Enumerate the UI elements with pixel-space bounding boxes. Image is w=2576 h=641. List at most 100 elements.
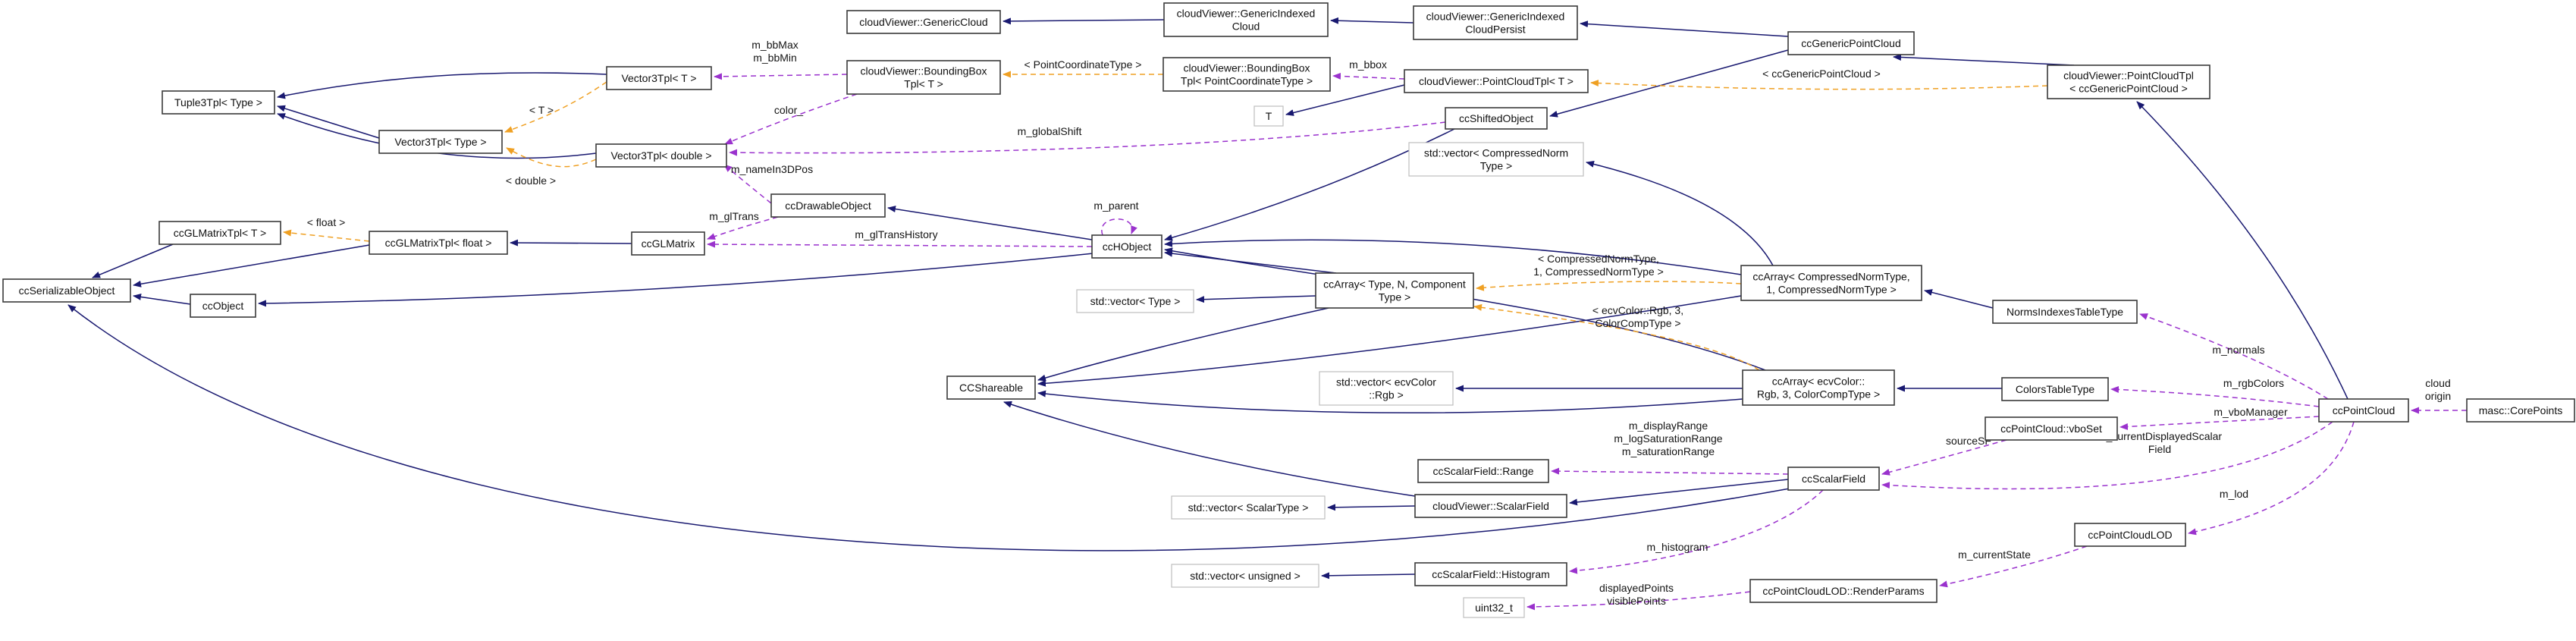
node-ccScalarFieldHistogram[interactable]: ccScalarField::Histogram	[1414, 562, 1567, 586]
node-ccArrayEcvColor[interactable]: ccArray< ecvColor::Rgb, 3, ColorCompType…	[1742, 369, 1895, 406]
node-label: ccScalarField::Range	[1432, 465, 1533, 477]
node-label: 1, CompressedNormType >	[1766, 284, 1897, 296]
edge-ccpc-to-pctcc	[2136, 101, 2349, 400]
edge-ccarre-to-cshare	[1037, 390, 1743, 413]
node-mascCorePoints[interactable]: masc::CorePoints	[2466, 398, 2575, 423]
node-label: cloudViewer::BoundingBox	[1183, 62, 1310, 74]
node-vecCompressedNorm[interactable]: std::vector< CompressedNormType >	[1408, 142, 1584, 177]
node-ccObject[interactable]: ccObject	[190, 294, 256, 318]
node-ccShareable[interactable]: CCShareable	[946, 375, 1036, 400]
edge-cso-use-v3d: m_globalShift	[729, 121, 1446, 156]
node-label: ccSerializableObject	[19, 284, 115, 297]
node-pointCloudTplT[interactable]: cloudViewer::PointCloudTpl< T >	[1404, 69, 1589, 93]
node-vector3TplT[interactable]: Vector3Tpl< T >	[606, 66, 712, 90]
node-ccSerializableObject[interactable]: ccSerializableObject	[2, 278, 131, 303]
node-label: ccGLMatrixTpl< T >	[174, 227, 266, 239]
node-ccScalarField[interactable]: ccScalarField	[1787, 467, 1880, 491]
edge-gic-to-gc	[1002, 17, 1165, 25]
node-genericCloud[interactable]: cloudViewer::GenericCloud	[846, 10, 1001, 34]
edge-pctcc-tmpl-pct: < ccGenericPointCloud >	[1590, 68, 2048, 90]
node-stdVectorScalarType[interactable]: std::vector< ScalarType >	[1171, 495, 1326, 520]
node-ccScalarFieldRange[interactable]: ccScalarField::Range	[1417, 459, 1549, 483]
edge-label: Field	[2148, 443, 2171, 455]
node-label: cloudViewer::GenericCloud	[859, 16, 987, 28]
edge-label: m_rgbColors	[2223, 377, 2284, 389]
node-label: cloudViewer::PointCloudTpl	[2063, 70, 2194, 82]
node-label: ccPointCloud	[2333, 404, 2396, 416]
edge-label: m_logSaturationRange	[1614, 432, 1722, 445]
edge-label: m_histogram	[1647, 541, 1708, 553]
node-ccGLMatrixTplT[interactable]: ccGLMatrixTpl< T >	[158, 221, 281, 245]
node-ccPointCloudVboSet[interactable]: ccPointCloud::vboSet	[1985, 416, 2118, 441]
node-ccHObject[interactable]: ccHObject	[1091, 234, 1162, 259]
node-label: masc::CorePoints	[2479, 404, 2562, 416]
node-normsIndexesTableType[interactable]: NormsIndexesTableType	[1992, 300, 2138, 324]
node-uint32T[interactable]: uint32_t	[1463, 597, 1525, 618]
node-stdVectorEcvColor[interactable]: std::vector< ecvColor::Rgb >	[1319, 371, 1454, 406]
edge-ccobj-to-cser	[133, 293, 191, 305]
node-label: cloudViewer::ScalarField	[1432, 500, 1549, 512]
node-label: ccArray< Type, N, Component	[1323, 278, 1466, 291]
node-label: Vector3Tpl< Type >	[394, 136, 486, 148]
edge-bbpct-tmpl-bbt: < PointCoordinateType >	[1002, 58, 1163, 78]
edge-label: < CompressedNormType,	[1538, 253, 1659, 265]
edge-label: m_currentState	[1958, 548, 2031, 561]
node-ccShiftedObject[interactable]: ccShiftedObject	[1445, 107, 1548, 130]
edge-label: m_saturationRange	[1622, 445, 1715, 457]
node-label: ccPointCloudLOD	[2088, 529, 2172, 541]
node-ccPointCloudLOD[interactable]: ccPointCloudLOD	[2074, 523, 2186, 547]
edge-ccarrc-to-cchobj	[1164, 239, 1742, 275]
edge-pct-use-bbpct: m_bbox	[1332, 58, 1405, 80]
node-label: ccScalarField	[1802, 473, 1865, 485]
edge-v3type-to-t3	[277, 105, 380, 139]
edge-label: ColorCompType >	[1595, 317, 1680, 329]
node-label: Vector3Tpl< T >	[621, 72, 696, 84]
node-label: Rgb, 3, ColorCompType >	[1757, 388, 1880, 401]
edge-cchobj-use-glm: m_glTransHistory	[707, 228, 1093, 248]
node-ccPointCloud[interactable]: ccPointCloud	[2318, 398, 2409, 423]
edge-ccpc-use-lod: m_lod	[2188, 421, 2355, 536]
node-stdVectorUnsigned[interactable]: std::vector< unsigned >	[1171, 564, 1319, 588]
node-tBox[interactable]: T	[1253, 105, 1284, 127]
node-label: ccShiftedObject	[1459, 112, 1533, 124]
node-label: ccPointCloudLOD::RenderParams	[1762, 585, 1924, 597]
node-colorsTableType[interactable]: ColorsTableType	[2001, 377, 2109, 401]
edge-ccarrc-tmpl-ccarr: < CompressedNormType,1, CompressedNormTy…	[1476, 253, 1742, 291]
edge-label: m_bbox	[1349, 58, 1387, 71]
node-label: Tuple3Tpl< Type >	[174, 96, 262, 108]
node-stdVectorType[interactable]: std::vector< Type >	[1076, 289, 1194, 313]
node-vector3TplType[interactable]: Vector3Tpl< Type >	[378, 130, 503, 154]
node-tuple3Tpl[interactable]: Tuple3Tpl< Type >	[162, 90, 275, 115]
edge-label: m_globalShift	[1018, 125, 1082, 137]
node-label: std::vector< unsigned >	[1190, 570, 1301, 582]
edge-cgpc-to-gicp	[1580, 20, 1789, 37]
edge-label: m_bbMin	[753, 52, 797, 64]
node-ccArrayCompressed[interactable]: ccArray< CompressedNormType,1, Compresse…	[1740, 265, 1922, 301]
node-ccGenericPointCloud[interactable]: ccGenericPointCloud	[1787, 31, 1915, 55]
node-label: ccGenericPointCloud	[1801, 37, 1901, 49]
node-pointCloudTplCc[interactable]: cloudViewer::PointCloudTpl< ccGenericPoi…	[2047, 64, 2210, 99]
node-cloudViewerScalarField[interactable]: cloudViewer::ScalarField	[1414, 494, 1567, 518]
node-label: < ccGenericPointCloud >	[2069, 83, 2188, 95]
node-label: ::Rgb >	[1369, 389, 1404, 401]
node-ccGLMatrixTplFloat[interactable]: ccGLMatrixTpl< float >	[369, 231, 508, 255]
edge-cvsf-to-cshare	[1003, 401, 1416, 497]
edge-pctcc-to-cgpc	[1893, 53, 2075, 66]
edge-cchobj-to-ccobj	[258, 253, 1094, 307]
node-ccDrawableObject[interactable]: ccDrawableObject	[770, 193, 886, 218]
node-label: Type >	[1480, 160, 1512, 172]
node-renderParams[interactable]: ccPointCloudLOD::RenderParams	[1749, 579, 1937, 603]
node-vector3TplDouble[interactable]: Vector3Tpl< double >	[595, 143, 727, 168]
node-label: CloudPersist	[1465, 24, 1525, 36]
edge-glmt-to-cser	[92, 244, 174, 278]
node-ccGLMatrix[interactable]: ccGLMatrix	[631, 231, 705, 256]
edge-ccarrc-to-cshare	[1037, 295, 1742, 387]
